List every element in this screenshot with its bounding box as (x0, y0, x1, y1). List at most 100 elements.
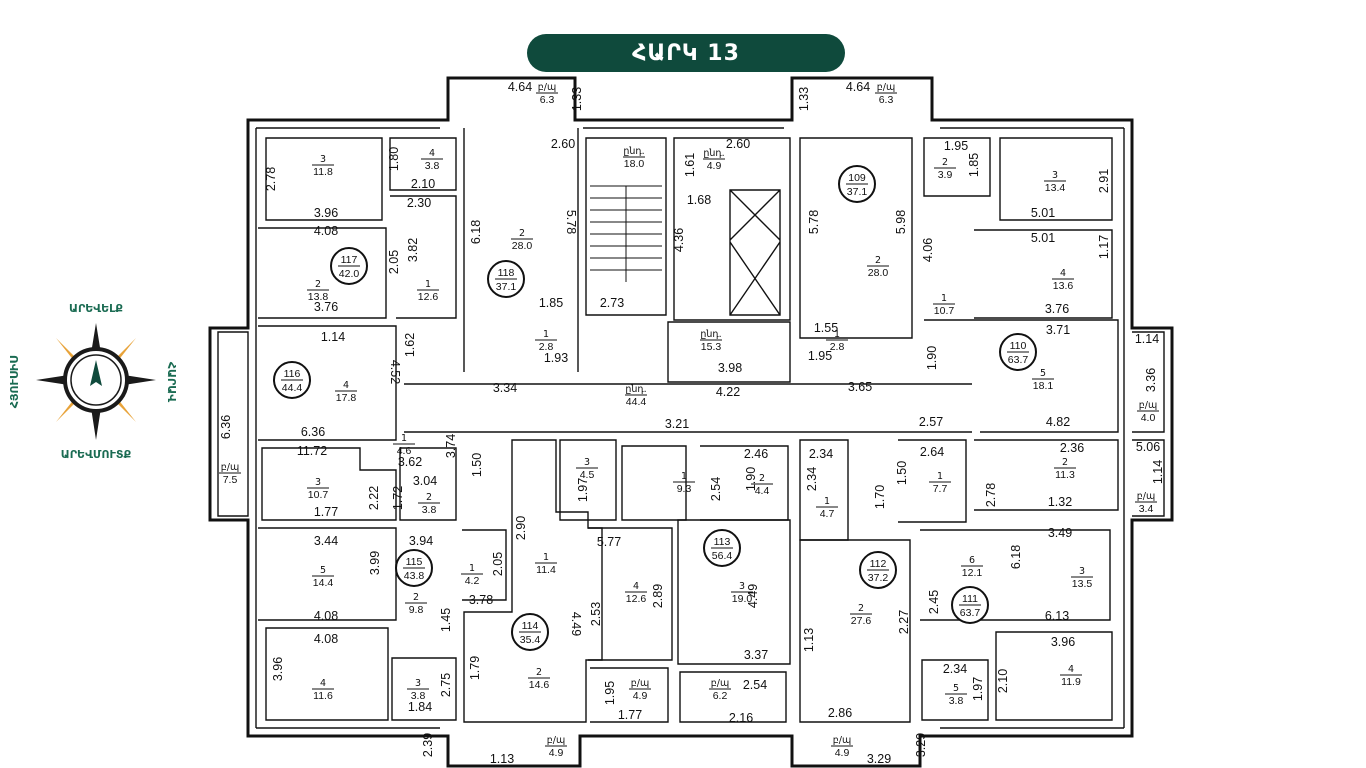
svg-text:2: 2 (858, 603, 864, 614)
dimension-label: 4.64 (846, 80, 870, 94)
dimension-label: 1.17 (1097, 235, 1111, 259)
svg-text:11.8: 11.8 (313, 166, 333, 178)
dimension-label: 1.50 (470, 453, 484, 477)
dimension-label: 2.34 (809, 447, 833, 461)
dimension-label: 4.08 (314, 609, 338, 623)
dimension-label: 2.39 (421, 733, 435, 757)
svg-text:9.3: 9.3 (677, 483, 692, 495)
svg-text:3: 3 (739, 581, 745, 592)
svg-text:2: 2 (315, 279, 321, 290)
dimension-label: 6.18 (1009, 545, 1023, 569)
svg-text:11.6: 11.6 (313, 690, 333, 702)
compass-south: ԱՐԵՎՄՈՒՏՔ (61, 448, 132, 461)
svg-text:բ/պ: բ/պ (547, 735, 565, 746)
dimension-label: 4.52 (388, 360, 402, 384)
dimension-label: 2.10 (996, 669, 1010, 693)
balcony-label: բ/պ4.9 (545, 735, 567, 759)
dimension-label: 1.97 (576, 478, 590, 502)
compass-west: ՀՅՈՒՍԻՍ (8, 356, 21, 409)
svg-text:10.7: 10.7 (934, 305, 955, 317)
svg-text:13.4: 13.4 (1045, 182, 1066, 194)
balcony-labels: բ/պ6.3բ/պ6.3բ/պ7.5բ/պ4.0բ/պ3.4բ/պ4.9բ/պ6… (219, 82, 1159, 759)
room-label: 23.8 (418, 492, 440, 516)
svg-text:3.9: 3.9 (938, 169, 953, 181)
svg-text:4: 4 (320, 678, 326, 689)
dimension-label: 5.78 (564, 210, 578, 234)
balcony-label: բ/պ7.5 (219, 462, 241, 486)
room-label: 111.4 (535, 552, 557, 576)
dimension-label: 2.91 (1097, 169, 1111, 193)
svg-text:5: 5 (953, 683, 959, 694)
room-label: 12.8 (535, 329, 557, 353)
svg-text:2: 2 (536, 667, 542, 678)
apartment-number: 113 (714, 536, 731, 548)
svg-text:13.5: 13.5 (1072, 578, 1093, 590)
dimension-label: 5.98 (894, 210, 908, 234)
svg-text:27.6: 27.6 (851, 615, 872, 627)
balcony-label: բ/պ4.9 (629, 678, 651, 702)
dimension-label: 3.96 (314, 206, 338, 220)
svg-text:3: 3 (584, 457, 590, 468)
dimension-label: 1.97 (971, 677, 985, 701)
room-label: 214.6 (528, 667, 550, 691)
svg-text:1: 1 (543, 552, 549, 563)
apartment-area: 56.4 (712, 550, 733, 562)
svg-text:1: 1 (834, 329, 840, 340)
dimension-label: 2.05 (491, 552, 505, 576)
dimension-label: 2.57 (919, 415, 943, 429)
svg-text:ընդ.: ընդ. (703, 148, 724, 159)
svg-text:3.8: 3.8 (411, 690, 426, 702)
dimension-label: 3.29 (867, 752, 891, 766)
dimension-label: 3.65 (848, 380, 872, 394)
dimension-label: 4.06 (921, 238, 935, 262)
svg-text:12.1: 12.1 (962, 567, 983, 579)
dimension-label: 1.90 (744, 467, 758, 491)
dimension-label: 4.22 (716, 385, 740, 399)
dimension-label: 5.78 (807, 210, 821, 234)
svg-text:բ/պ: բ/պ (877, 82, 895, 93)
dimension-label: 2.90 (514, 516, 528, 540)
svg-text:2: 2 (413, 592, 419, 603)
dimension-label: 2.27 (897, 610, 911, 634)
dimension-label: 3.76 (314, 300, 338, 314)
dimension-label: 1.79 (468, 656, 482, 680)
svg-text:բ/պ: բ/պ (538, 82, 556, 93)
balcony-label: բ/պ3.4 (1135, 491, 1157, 515)
svg-text:3.8: 3.8 (949, 695, 964, 707)
svg-text:2: 2 (875, 255, 881, 266)
dimension-label: 1.50 (895, 461, 909, 485)
svg-text:2: 2 (942, 157, 948, 168)
dimension-label: 1.84 (408, 700, 432, 714)
room-label: 34.5 (576, 457, 598, 481)
room-label: 310.7 (307, 477, 329, 501)
dimension-label: 3.37 (744, 648, 768, 662)
compass-rose (36, 323, 156, 440)
apartment-number: 114 (522, 620, 539, 632)
dimension-label: 5.77 (597, 535, 621, 549)
svg-text:6.3: 6.3 (540, 94, 555, 106)
room-label: 14.7 (816, 496, 838, 520)
dimension-label: 4.08 (314, 632, 338, 646)
svg-text:14.4: 14.4 (313, 577, 334, 589)
svg-text:2: 2 (519, 228, 525, 239)
dimension-label: 6.13 (1045, 609, 1069, 623)
svg-text:4.6: 4.6 (397, 445, 412, 457)
dimension-label: 1.90 (925, 346, 939, 370)
dimension-label: 1.14 (321, 330, 345, 344)
dimension-label: 2.30 (407, 196, 431, 210)
svg-text:28.0: 28.0 (868, 267, 889, 279)
dimension-label: 2.45 (927, 590, 941, 614)
svg-text:4.0: 4.0 (1141, 412, 1156, 424)
room-label: 228.0 (511, 228, 533, 252)
svg-text:28.0: 28.0 (512, 240, 533, 252)
svg-text:11.3: 11.3 (1055, 469, 1075, 481)
svg-text:3: 3 (1079, 566, 1085, 577)
dimension-label: 2.78 (264, 167, 278, 191)
apartment-area: 63.7 (1008, 354, 1029, 366)
svg-text:ընդ.: ընդ. (700, 329, 721, 340)
svg-text:ընդ.: ընդ. (623, 146, 644, 157)
svg-text:բ/պ: բ/պ (1139, 400, 1157, 411)
dimension-label: 2.54 (709, 477, 723, 501)
